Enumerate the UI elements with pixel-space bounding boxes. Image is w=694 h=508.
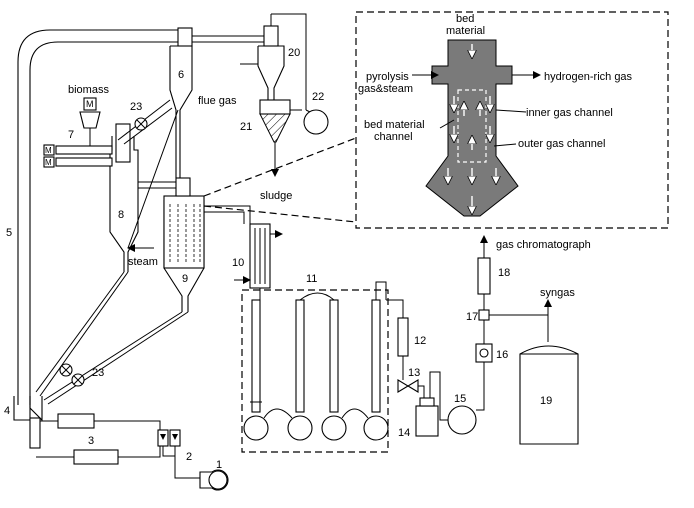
pump-22	[303, 109, 329, 135]
absorber-bottle-2	[287, 299, 313, 441]
inset-hydrogen-rich-gas: hydrogen-rich gas	[544, 71, 633, 83]
unit-21: 21	[240, 121, 252, 133]
sludge-label: sludge	[260, 190, 292, 202]
unit-18: 18	[498, 267, 510, 279]
riser-pipe-5	[17, 29, 178, 405]
absorber-bottle-4	[363, 299, 389, 441]
unit-6: 6	[178, 69, 184, 81]
labels: biomass flue gas sludge steam gas chroma…	[68, 13, 633, 299]
gas-holder-19	[519, 299, 579, 445]
unit-20: 20	[288, 47, 300, 59]
flue-gas-label: flue gas	[198, 95, 237, 107]
inset-inner-gas-channel: inner gas channel	[526, 107, 613, 119]
unit-numbers: 1 2 3 4 5 6 7 8 9 10 11 12 13 14 15 16 1…	[4, 47, 552, 471]
settler-21	[259, 99, 302, 170]
biomass-label: biomass	[68, 84, 109, 96]
inset-bed-material-2: material	[446, 25, 485, 37]
unit-13: 13	[408, 367, 420, 379]
valve-13	[397, 379, 425, 400]
unit-19: 19	[540, 395, 552, 407]
pump-15	[447, 360, 485, 435]
unit-15: 15	[454, 393, 466, 405]
valve-17	[478, 294, 549, 342]
preheater-3	[36, 413, 161, 465]
valve-23-upper	[117, 99, 173, 145]
return-legs	[35, 109, 189, 405]
inset-bed-material-1: bed	[456, 13, 474, 25]
unit-12: 12	[414, 335, 426, 347]
unit-3: 3	[88, 435, 94, 447]
unit-4: 4	[4, 405, 10, 417]
vessel-14	[415, 371, 448, 437]
valve-23-lower	[59, 363, 85, 387]
gas-chromatograph-label: gas chromatograph	[496, 239, 591, 251]
combustor-9	[163, 177, 283, 312]
blower-1	[199, 469, 229, 491]
unit-9: 9	[182, 273, 188, 285]
inset-bed-material-channel-2: channel	[374, 131, 413, 143]
motor-label: M	[45, 146, 52, 155]
cyclone-20	[257, 13, 307, 110]
motor-label: M	[45, 158, 52, 167]
motor-label: M	[86, 99, 94, 109]
unit-7: 7	[68, 129, 74, 141]
inset-bed-material-channel-1: bed material	[364, 119, 425, 131]
absorber-bottle-1	[243, 299, 269, 441]
unit-16: 16	[496, 349, 508, 361]
inset-pyrolysis-2: gas&steam	[358, 83, 413, 95]
unit-17: 17	[466, 311, 478, 323]
rotameter-2	[157, 429, 200, 479]
unit-22: 22	[312, 91, 324, 103]
inset-reactor-detail	[355, 11, 669, 229]
syngas-label: syngas	[540, 287, 575, 299]
feeder-7: M M M	[43, 97, 113, 168]
unit-11: 11	[306, 273, 317, 285]
unit-10: 10	[232, 257, 244, 269]
absorber-bottle-3	[321, 299, 347, 441]
unit-23-upper: 23	[130, 101, 142, 113]
loop-seal-4	[13, 396, 43, 449]
filter-12	[386, 299, 409, 380]
unit-23-lower: 23	[92, 367, 104, 379]
condenser-10	[234, 223, 271, 300]
absorption-train-11	[241, 281, 389, 453]
inset-pyrolysis-1: pyrolysis	[366, 71, 409, 83]
inset-outer-gas-channel: outer gas channel	[518, 138, 605, 150]
flowmeter-16	[475, 318, 493, 363]
analyzer-18	[477, 235, 491, 295]
unit-2: 2	[186, 451, 192, 463]
steam-label: steam	[128, 256, 158, 268]
unit-8: 8	[118, 209, 124, 221]
unit-5: 5	[6, 227, 12, 239]
zoom-leaders	[203, 137, 357, 223]
unit-14: 14	[398, 427, 410, 439]
unit-1: 1	[216, 459, 222, 471]
